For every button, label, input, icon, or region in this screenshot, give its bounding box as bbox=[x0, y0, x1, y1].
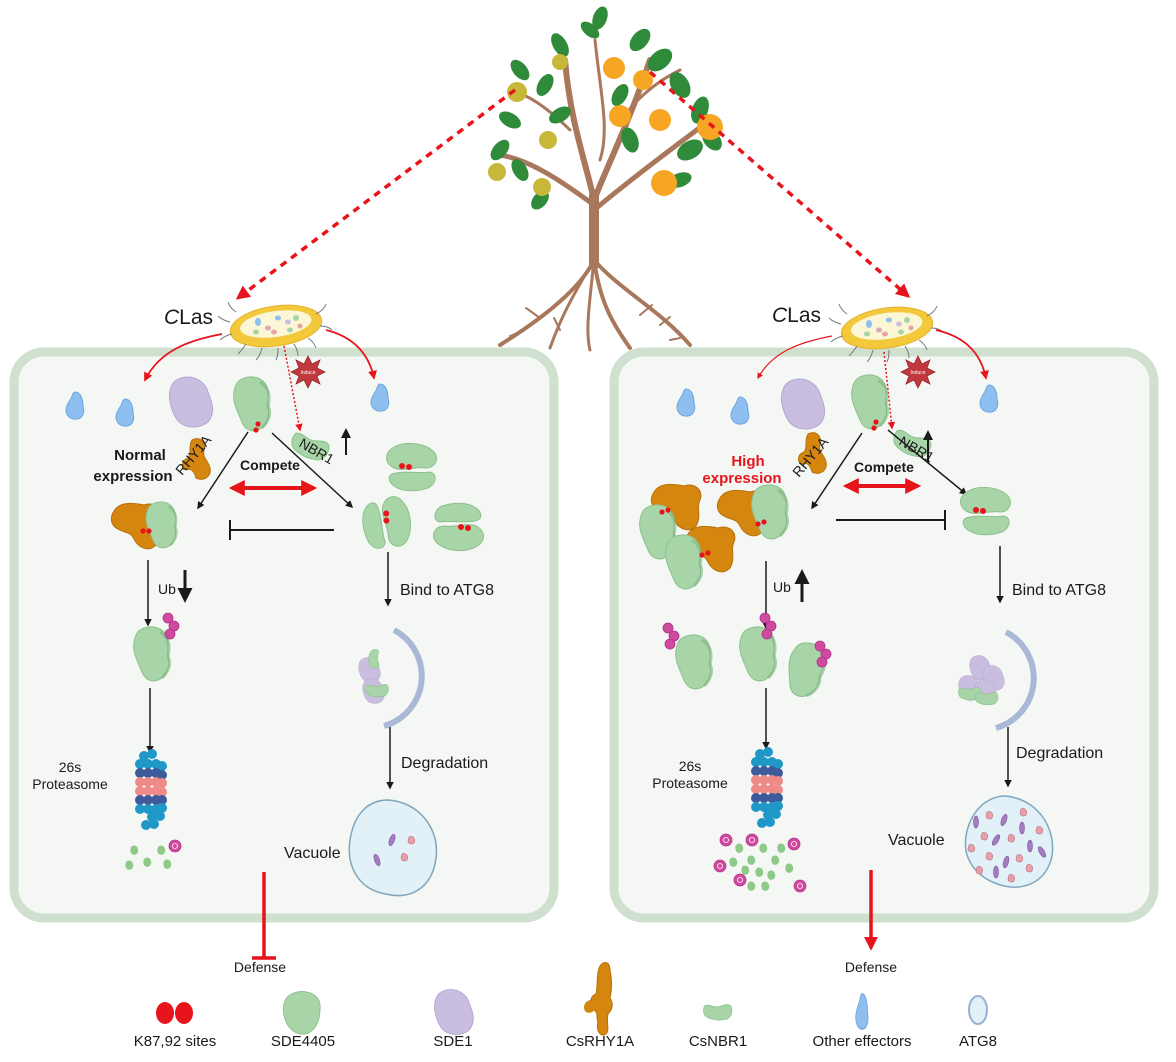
defense-label: Defense bbox=[845, 959, 897, 975]
ub-label: Ub bbox=[773, 579, 791, 595]
proteasome-label-line2: Proteasome bbox=[32, 776, 108, 792]
arrow-to-rhy1a-complex bbox=[811, 432, 863, 510]
panel-normal-expression: CLas Induce Normal expression RHY1A NBR1… bbox=[9, 299, 559, 975]
arrow-to-nbr1-complex bbox=[887, 429, 968, 495]
arrow-to-nbr1-complex bbox=[271, 432, 354, 509]
degradation-label: Degradation bbox=[1016, 745, 1103, 762]
legend-label: CsRHY1A bbox=[566, 1033, 634, 1050]
sde4405-icon bbox=[282, 991, 321, 1035]
tree-roots bbox=[498, 258, 692, 352]
proteasome-label-line2: Proteasome bbox=[652, 775, 728, 791]
tree-leaves bbox=[490, 6, 722, 210]
dashed-arrow-left bbox=[235, 88, 517, 300]
legend-item: Other effectors bbox=[813, 993, 912, 1050]
k-sites-icon bbox=[156, 1002, 193, 1024]
expression-label-line1: Normal bbox=[114, 447, 166, 464]
vacuole-icon bbox=[964, 795, 1054, 888]
sde4405-icon bbox=[232, 375, 272, 433]
tree-fruits bbox=[488, 54, 723, 196]
svg-text:Induce: Induce bbox=[910, 370, 925, 376]
degradation-label: Degradation bbox=[401, 755, 488, 772]
vacuole-icon bbox=[348, 799, 438, 897]
arrow-to-rhy1a-complex bbox=[197, 431, 249, 510]
induce-burst-icon: Induce bbox=[290, 355, 326, 389]
expression-label-line2: expression bbox=[702, 470, 781, 487]
induce-burst-icon: Induce bbox=[900, 355, 936, 389]
sde4405-icon bbox=[850, 373, 890, 431]
legend: K87,92 sites SDE4405 SDE1 CsRHY1A CsNBR1… bbox=[134, 962, 997, 1050]
dashed-arrow-right bbox=[648, 70, 911, 298]
nbr1-sde4405-complex bbox=[386, 442, 437, 492]
tree-trunk bbox=[497, 38, 713, 270]
effector-arrow-right bbox=[325, 329, 377, 380]
csnbr1-icon bbox=[703, 1004, 733, 1021]
bind-atg8-label: Bind to ATG8 bbox=[1012, 582, 1106, 599]
csrhy1a-icon bbox=[583, 962, 613, 1036]
legend-label: SDE4405 bbox=[271, 1033, 335, 1050]
compete-label: Compete bbox=[240, 457, 300, 473]
legend-label: SDE1 bbox=[433, 1033, 472, 1050]
panel-high-expression: CLas Induce High expression RHY1A NBR1 C… bbox=[609, 301, 1159, 975]
proteasome-label-line1: 26s bbox=[679, 758, 702, 774]
defense-label: Defense bbox=[234, 959, 286, 975]
clas-label: CLas bbox=[772, 304, 821, 327]
legend-label: K87,92 sites bbox=[134, 1033, 217, 1050]
bind-atg8-label: Bind to ATG8 bbox=[400, 582, 494, 599]
citrus-tree-illustration bbox=[488, 6, 723, 352]
other-effectors-icon bbox=[855, 993, 869, 1030]
inhibition-bar bbox=[229, 520, 334, 540]
rhy1a-sde4405-complexes bbox=[638, 483, 790, 591]
legend-item: SDE4405 bbox=[271, 991, 335, 1050]
legend-item: ATG8 bbox=[959, 995, 997, 1050]
nbr1-sde4405-complex bbox=[960, 486, 1011, 536]
defense-inhibition-bar bbox=[252, 872, 276, 960]
effector-arrow-left bbox=[757, 335, 833, 380]
legend-label: CsNBR1 bbox=[689, 1033, 747, 1050]
clas-label: CLas bbox=[164, 306, 213, 329]
induce-dotted-arrow bbox=[883, 351, 896, 430]
inhibition-bar bbox=[836, 510, 946, 530]
vacuole-label: Vacuole bbox=[888, 832, 945, 849]
rhy1a-sde4405-complex bbox=[110, 500, 178, 550]
legend-item: CsNBR1 bbox=[689, 1004, 747, 1050]
effector-arrow-left bbox=[144, 333, 223, 382]
legend-item: CsRHY1A bbox=[566, 962, 634, 1050]
legend-item: SDE1 bbox=[433, 989, 474, 1050]
legend-label: ATG8 bbox=[959, 1033, 997, 1050]
compete-label: Compete bbox=[854, 459, 914, 475]
sde1-icon bbox=[434, 989, 474, 1035]
svg-text:Induce: Induce bbox=[300, 370, 315, 376]
legend-label: Other effectors bbox=[813, 1033, 912, 1050]
effector-arrow-right bbox=[935, 329, 989, 380]
nbr1-sde4405-complex bbox=[433, 502, 484, 552]
expression-label-line1: High bbox=[731, 453, 764, 470]
proteasome-label-line1: 26s bbox=[59, 759, 82, 775]
legend-item: K87,92 sites bbox=[134, 1002, 217, 1050]
atg8-icon bbox=[968, 995, 988, 1025]
vacuole-label: Vacuole bbox=[284, 845, 341, 862]
expression-label-line2: expression bbox=[93, 468, 172, 485]
cell-wall bbox=[9, 347, 559, 923]
ub-label: Ub bbox=[158, 581, 176, 597]
